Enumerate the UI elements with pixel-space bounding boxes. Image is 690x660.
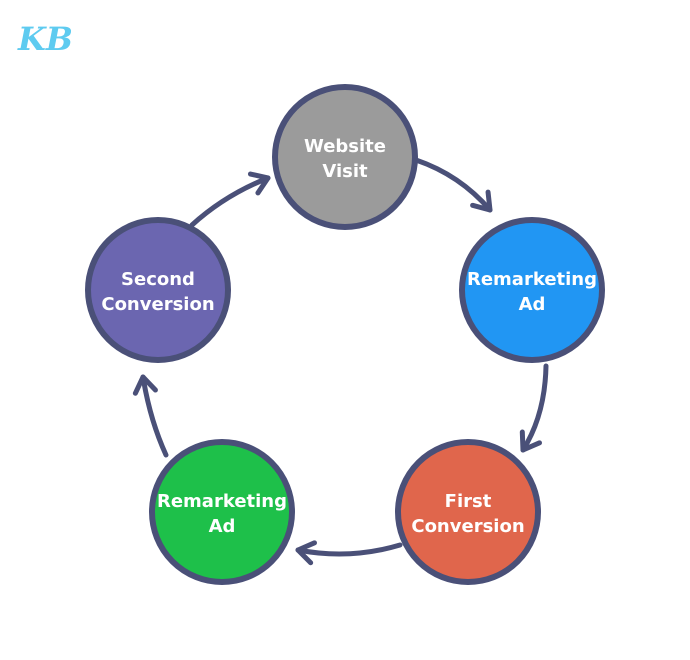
node-label: Ad [519,294,546,315]
node-label: Visit [322,161,368,182]
arrow-line [520,363,549,453]
node-circle [459,217,605,363]
arrowhead-icon [295,540,318,566]
node-label: Conversion [411,516,524,537]
node-label: First [445,491,492,512]
arrowhead-icon [247,171,271,196]
node-circle [149,439,295,585]
node-label: Remarketing [467,269,597,290]
arrow-line [189,175,271,228]
arrow-remarketing-ad-2-to-second-conversion [132,374,169,458]
node-label: Website [304,136,386,157]
arrow-line [140,374,169,458]
kb-logo: KB [17,20,73,58]
node-label: Conversion [101,294,214,315]
arrow-first-conversion-to-remarketing-ad-2 [295,540,403,566]
arrowhead-icon [470,189,493,213]
node-circle [395,439,541,585]
node-circle [272,84,418,230]
arrow-remarketing-ad-1-to-first-conversion [519,363,549,453]
arrow-website-visit-to-remarketing-ad-1 [413,157,493,213]
node-label: Second [121,269,195,290]
node-label: Ad [209,516,236,537]
arrow-line [295,542,403,557]
node-label: Remarketing [157,491,287,512]
arrowhead-icon [519,429,543,453]
arrow-line [413,157,493,213]
arrowhead-icon [132,374,158,396]
arrow-second-conversion-to-website-visit [189,171,271,228]
node-circle [85,217,231,363]
